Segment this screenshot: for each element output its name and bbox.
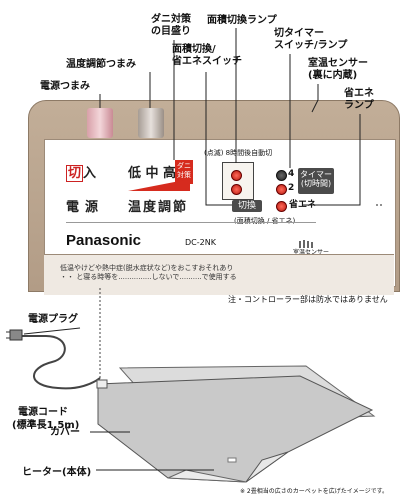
area-lamp-bottom [231,184,242,195]
timer-2-label: 2 [288,183,295,193]
dani-badge: ダニ 対策 [175,160,193,184]
label-plug: 電源プラグ [28,314,78,325]
kirikae-sub: (面積切換 / 省エネ) [234,217,296,225]
footnote: ※ 2畳相当の広さのカーペットを広げたイメージです。 [240,488,389,495]
temperature-knob[interactable] [138,108,164,138]
callout-area-switch: 面積切換/ 省エネスイッチ [172,44,242,67]
timer-lamp-2 [276,184,287,195]
sensor-label: 室温センサー [293,249,330,256]
shoene-lamp [276,201,287,212]
callout-temp-knob: 温度調節つまみ [66,59,136,70]
blanket-illustration [6,327,376,483]
power-off-mark: 切入 [66,165,97,182]
power-knob[interactable] [87,108,113,138]
kirikae-button[interactable]: 切換 [232,200,262,212]
warning-strip [44,254,394,295]
timer-lamp-4 [276,170,287,181]
callout-shoene: 省エネ ランプ [344,88,374,111]
brand-logo: Panasonic [66,232,142,249]
callout-dani: ダニ対策 の目盛り [151,14,191,37]
timer-button[interactable]: タイマー (切時間) [298,168,334,194]
power-label: 電源 [66,200,105,215]
model-number: DC-2NK [185,238,216,247]
temp-scale-wedge [128,179,190,191]
controller-note: 注・コントローラー部は防水ではありません [228,295,388,304]
label-cord: 電源コード [18,407,68,418]
callout-power-knob: 電源つまみ [40,81,90,92]
callout-timer: 切タイマー スイッチ/ランプ [274,28,348,51]
callout-sensor: 室温センサー (裏に内蔵) [308,58,368,81]
label-cover: カバー [50,427,80,438]
timer-4-label: 4 [288,169,295,179]
warning-text: 低温やけどや熱中症(脱水症状など)をおこすおそれあり ・・ と寝る時等を....… [60,264,237,281]
auto-off-note: (点滅) 8時間後自動切 [204,149,273,157]
area-lamp-top [231,170,242,181]
label-cord-length: (標準長1.5m) [12,420,80,431]
sensor-vent-icon [298,234,316,248]
callout-area-lamp: 面積切換ランプ [207,15,277,26]
panel-divider [66,222,316,223]
label-heater: ヒーター(本体) [22,467,92,478]
temp-scale: 低 中 高 [128,166,177,181]
temp-label: 温度調節 [128,200,189,215]
